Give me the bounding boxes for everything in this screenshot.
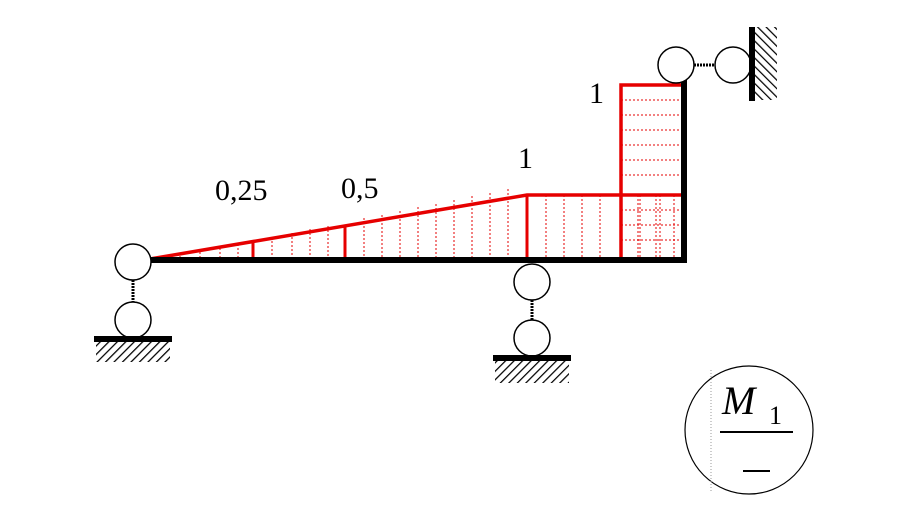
label-1-column: 1 bbox=[589, 77, 604, 110]
top-hinge-right bbox=[714, 46, 752, 84]
top-right-support bbox=[657, 27, 777, 101]
moment-hatch-triangle bbox=[179, 189, 509, 259]
moment-diagram-beam bbox=[149, 189, 683, 261]
middle-hinge-top bbox=[513, 263, 551, 301]
diagram-legend: M 1 bbox=[684, 365, 814, 495]
middle-ground-hatch bbox=[495, 361, 569, 383]
top-hinge-left bbox=[657, 46, 695, 84]
label-1-beam: 1 bbox=[518, 142, 533, 175]
wall-hatch bbox=[755, 27, 777, 100]
left-hinge-bottom bbox=[114, 301, 152, 339]
legend-circle bbox=[684, 365, 814, 495]
label-025: 0,25 bbox=[215, 174, 268, 207]
middle-pinned-support bbox=[493, 263, 571, 383]
moment-hatch-constant bbox=[545, 195, 675, 259]
label-05: 0,5 bbox=[341, 172, 379, 205]
legend-symbol: M bbox=[721, 378, 758, 423]
legend-subscript: 1 bbox=[769, 401, 782, 430]
frame bbox=[150, 80, 687, 263]
left-hinge-top bbox=[114, 243, 152, 281]
moment-hatch-column bbox=[621, 99, 683, 259]
middle-hinge-bottom bbox=[513, 319, 551, 357]
left-ground-hatch bbox=[96, 342, 170, 362]
left-pinned-support bbox=[94, 243, 172, 362]
